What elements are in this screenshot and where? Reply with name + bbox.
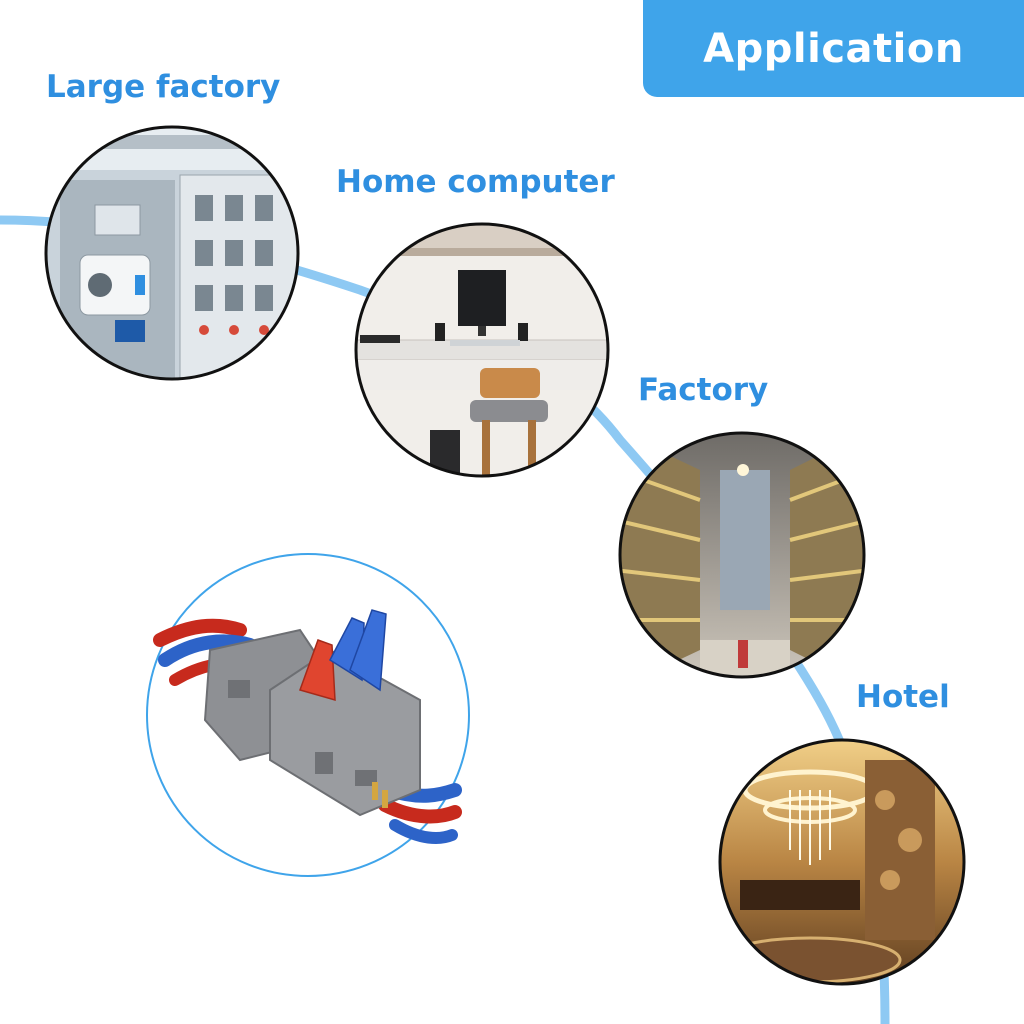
photo-frame <box>718 738 966 986</box>
factory-control-panel-photo <box>46 127 298 379</box>
banner-title: Application <box>703 25 964 72</box>
photo-frame <box>618 431 866 679</box>
label-factory: Factory <box>638 372 769 408</box>
warehouse-shelves-photo <box>620 433 864 677</box>
label-home-computer: Home computer <box>336 164 615 200</box>
application-banner: Application <box>643 0 1024 97</box>
wire-connector-photo <box>153 609 462 844</box>
home-desk-computer-photo <box>356 224 608 476</box>
label-large-factory: Large factory <box>46 69 281 105</box>
label-hotel: Hotel <box>856 679 950 715</box>
hotel-lobby-chandelier-photo <box>720 740 964 984</box>
photo-frame <box>354 222 610 478</box>
photo-frame <box>44 125 300 381</box>
